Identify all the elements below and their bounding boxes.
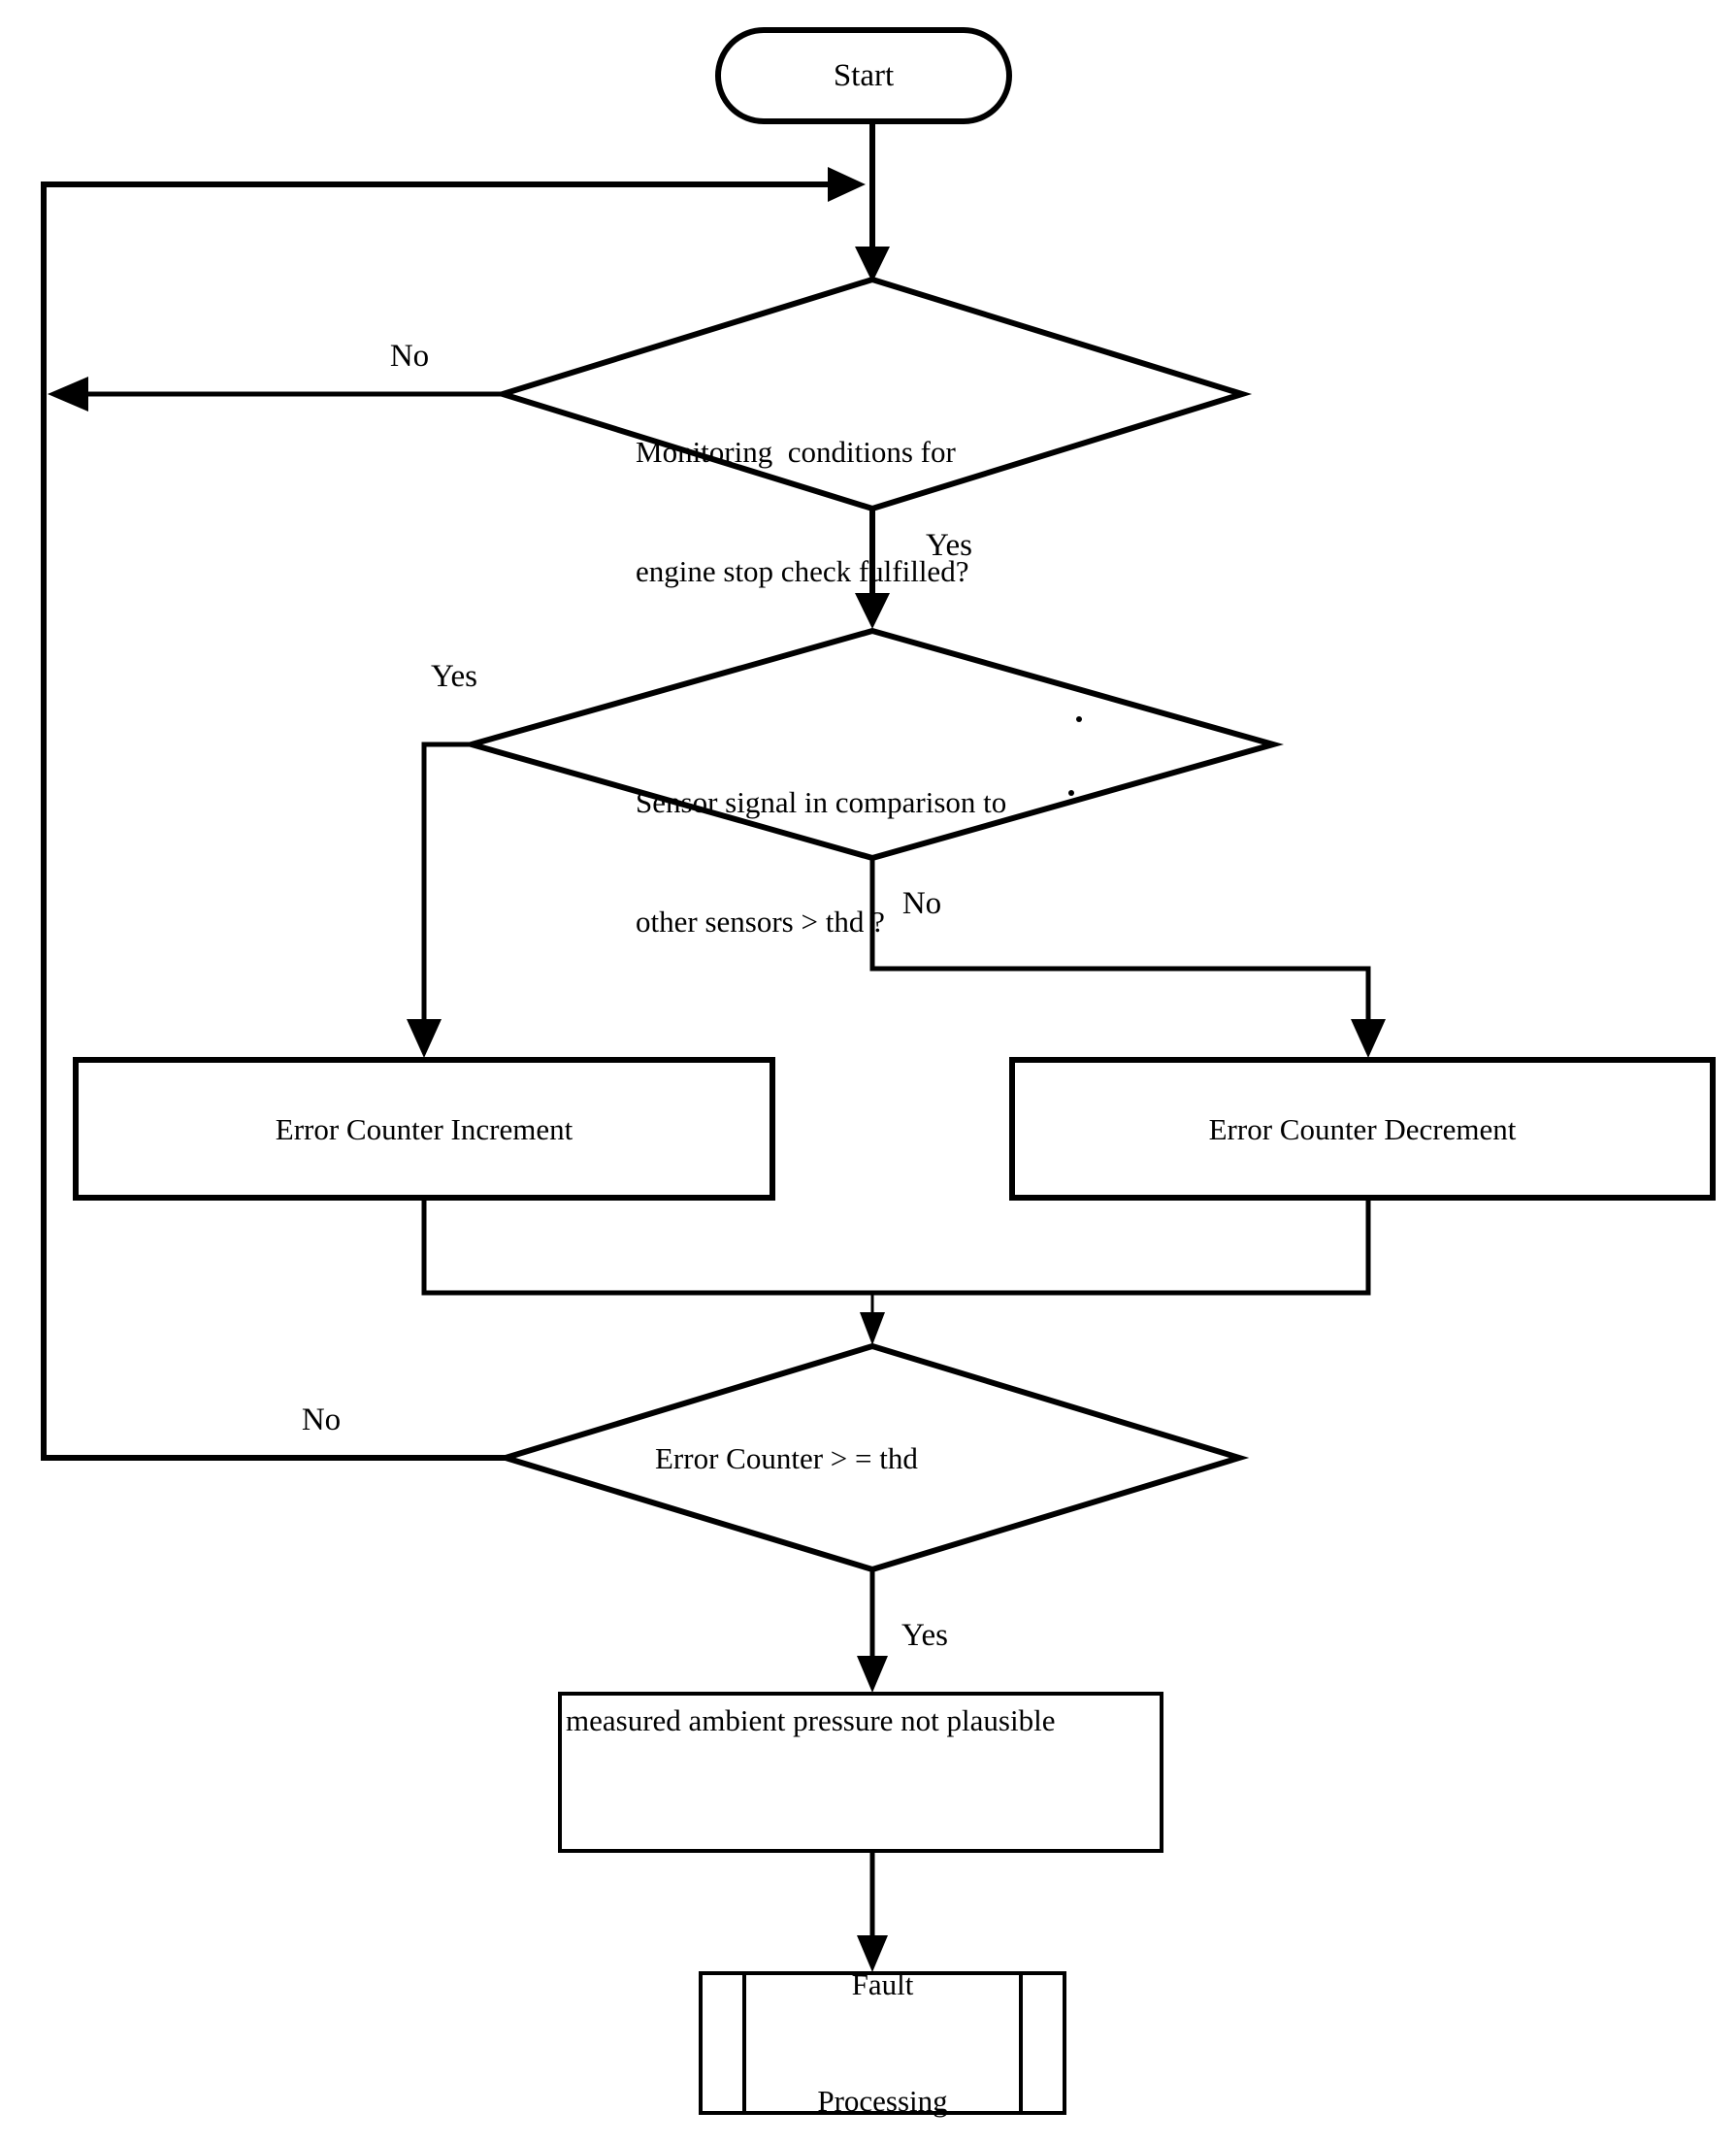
arrowhead-into-decrement-box — [1351, 1019, 1386, 1058]
arrowhead-into-monitoring-decision — [855, 247, 890, 282]
arrowhead-feedback-into-start-line — [828, 167, 866, 202]
decision-sensor-line1: Sensor signal in comparison to — [636, 785, 1007, 819]
edge-sensor-no — [869, 858, 1371, 1021]
edge-label-errorcounter-yes: Yes — [901, 1618, 949, 1653]
start-node-shape — [715, 27, 1012, 124]
decision-monitoring-label: Monitoring conditions for engine stop ch… — [636, 352, 1092, 671]
edge-sensor-yes — [421, 742, 472, 1021]
decision-sensor-shape — [460, 627, 1285, 862]
edge-label-monitoring-yes: Yes — [925, 528, 973, 563]
result-notplausible-label: measured ambient pressure not plausible — [566, 1703, 1056, 1737]
process-decrement-label: Error Counter Decrement — [1208, 1111, 1517, 1146]
process-increment-label: Error Counter Increment — [275, 1111, 573, 1146]
fault-processing-line2: Processing — [817, 2084, 948, 2118]
edge-merge-counters — [421, 1198, 1371, 1296]
arrowhead-into-notplausible-box — [857, 1656, 888, 1693]
arrowhead-into-errorcounter-decision — [860, 1312, 885, 1345]
edge-label-sensor-yes: Yes — [430, 659, 478, 694]
fault-processing-text: Fault Processing — [817, 1888, 947, 2144]
decision-sensor-label: Sensor signal in comparison to other sen… — [636, 703, 1101, 1021]
arrowhead-into-increment-box — [407, 1019, 442, 1058]
edge-label-sensor-no: No — [901, 886, 942, 921]
decision-monitoring-line1: Monitoring conditions for — [636, 435, 956, 469]
arrowhead-into-sensor-decision — [855, 593, 890, 629]
fault-processing-label: Fault Processing — [744, 1967, 1021, 2118]
fault-processing-line1: Fault — [851, 1967, 914, 2001]
arrowhead-into-fault-box — [857, 1935, 888, 1972]
decision-errorcounter-label: Error Counter > = thd — [655, 1441, 918, 1475]
decision-monitoring-line2: engine stop check fulfilled? — [636, 554, 969, 588]
decision-monitoring-shape — [492, 276, 1253, 512]
process-increment-shape — [73, 1057, 775, 1201]
fault-processing-shape — [699, 1971, 1066, 2115]
arrowhead-monitoring-no-into-rail — [48, 377, 88, 412]
stray-dot — [1068, 790, 1074, 796]
edge-label-monitoring-no: No — [389, 339, 430, 374]
start-node-label: Start — [833, 57, 895, 93]
stray-dot — [1076, 716, 1082, 722]
result-notplausible-shape — [558, 1692, 1163, 1853]
decision-errorcounter-shape — [495, 1342, 1250, 1573]
process-decrement-shape — [1009, 1057, 1716, 1201]
decision-sensor-line2: other sensors > thd ? — [636, 905, 885, 939]
edge-label-errorcounter-no: No — [301, 1402, 342, 1437]
